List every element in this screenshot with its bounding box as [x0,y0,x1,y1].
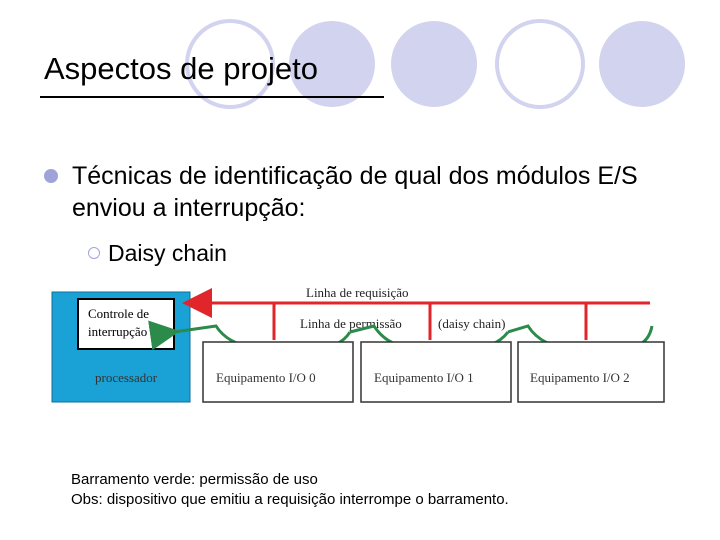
cpu-label: processador [95,370,158,385]
permission-line-label: Linha de permissão [300,316,402,331]
device-box-0 [202,341,354,403]
device-label-2: Equipamento I/O 2 [530,370,630,385]
note-line-2: Obs: dispositivo que emitiu a requisição… [71,491,509,508]
decor-circle-1 [185,19,275,109]
decor-circle-3 [391,21,477,107]
device-label-0: Equipamento I/O 0 [216,370,316,385]
decor-circle-2 [289,21,375,107]
device-box-2 [517,341,665,403]
daisy-chain-label: (daisy chain) [438,316,506,331]
decor-circle-5 [599,21,685,107]
sub-bullet-text: Daisy chain [108,240,227,266]
title-underline [40,96,384,98]
slide-title: Aspectos de projeto [44,51,319,86]
daisy-chain-diagram: Controle de interrupção processador Linh… [51,285,665,403]
device-label-1: Equipamento I/O 1 [374,370,474,385]
controller-label-line2: interrupção [88,324,147,339]
bullet-dot-icon [44,169,58,183]
bullet-text: Técnicas de identificação de qual dos mó… [72,162,638,222]
decor-circle-4 [495,19,585,109]
decorative-circles [185,19,685,109]
controller-label-line1: Controle de [88,306,149,321]
request-line-label: Linha de requisição [306,285,409,300]
sub-bullet-ring-icon [88,247,100,259]
note-line-1: Barramento verde: permissão de uso [71,471,318,488]
device-box-1 [360,341,512,403]
